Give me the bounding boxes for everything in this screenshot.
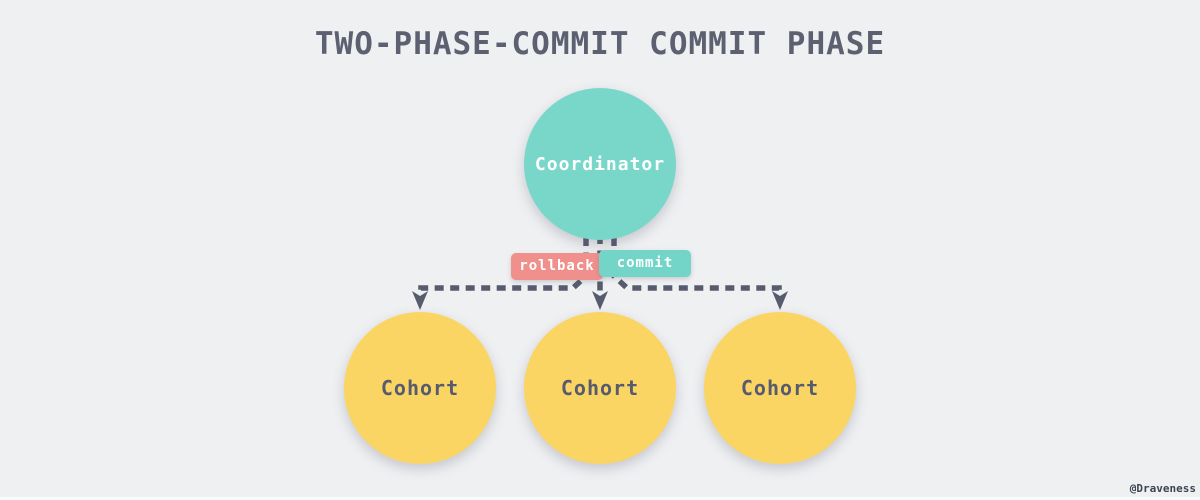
rollback-label: rollback: [519, 258, 595, 274]
diagram-title: TWO-PHASE-COMMIT COMMIT PHASE: [314, 26, 886, 62]
arrowhead-center: [592, 291, 608, 310]
arrowhead-left: [412, 291, 428, 310]
edge-coordinator-to-cohort-1: [418, 237, 589, 293]
commit-message-badge: commit: [599, 250, 691, 277]
cohort-1-label: Cohort: [380, 376, 460, 400]
cohort-2-label: Cohort: [560, 376, 640, 400]
commit-label: commit: [616, 255, 674, 271]
arrowhead-right: [772, 291, 788, 310]
edge-coordinator-to-cohort-3: [611, 237, 782, 293]
watermark: @Draveness: [1129, 482, 1196, 495]
rollback-message-badge: rollback: [511, 253, 603, 280]
cohort-3-label: Cohort: [740, 376, 820, 400]
cohort-node-3: Cohort: [704, 312, 856, 464]
cohort-node-1: Cohort: [344, 312, 496, 464]
bottom-strip: [0, 497, 1200, 500]
cohort-node-2: Cohort: [524, 312, 676, 464]
coordinator-label: Coordinator: [534, 153, 666, 175]
coordinator-node: Coordinator: [524, 88, 676, 240]
